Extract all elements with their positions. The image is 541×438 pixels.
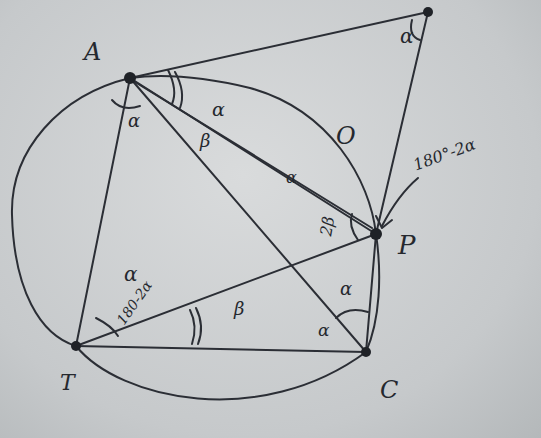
angle-label: 180°-2α [411,136,477,173]
angle-arc [168,70,174,104]
point-dot [71,341,81,351]
angle-arc [190,310,195,344]
angle-label: α [318,322,329,339]
point-dot [370,228,382,240]
angle-label: 2β [318,215,337,237]
angle-label: β [200,132,210,150]
tangent-line [130,12,428,78]
point-label: P [398,232,416,258]
arrow-head [376,216,392,228]
point-label: A [84,40,101,64]
segment [135,82,372,228]
angle-label: β [234,300,244,318]
leader-arrow [382,178,418,226]
angle-label: α [286,170,297,186]
point-dot [361,347,371,357]
segment [376,12,428,234]
angle-arc [196,308,201,344]
angle-label: α [124,264,138,284]
angle-label: α [400,26,414,46]
angle-arc [96,318,118,336]
angle-arc [351,214,358,240]
point-dot [124,72,136,84]
angle-label: α [128,112,140,130]
segment [130,78,366,352]
circle [12,76,379,399]
segment [76,234,376,346]
angle-label: α [212,100,225,119]
angle-arc [336,310,368,318]
segment [130,78,376,234]
segment [366,234,376,352]
angle-arc [175,72,182,108]
point-label: O [336,124,356,148]
point-dot [423,7,433,17]
point-label: T [60,372,75,394]
angle-label: α [340,280,352,298]
angle-arc [112,100,140,108]
point-label: C [380,378,398,402]
segment [76,346,366,352]
